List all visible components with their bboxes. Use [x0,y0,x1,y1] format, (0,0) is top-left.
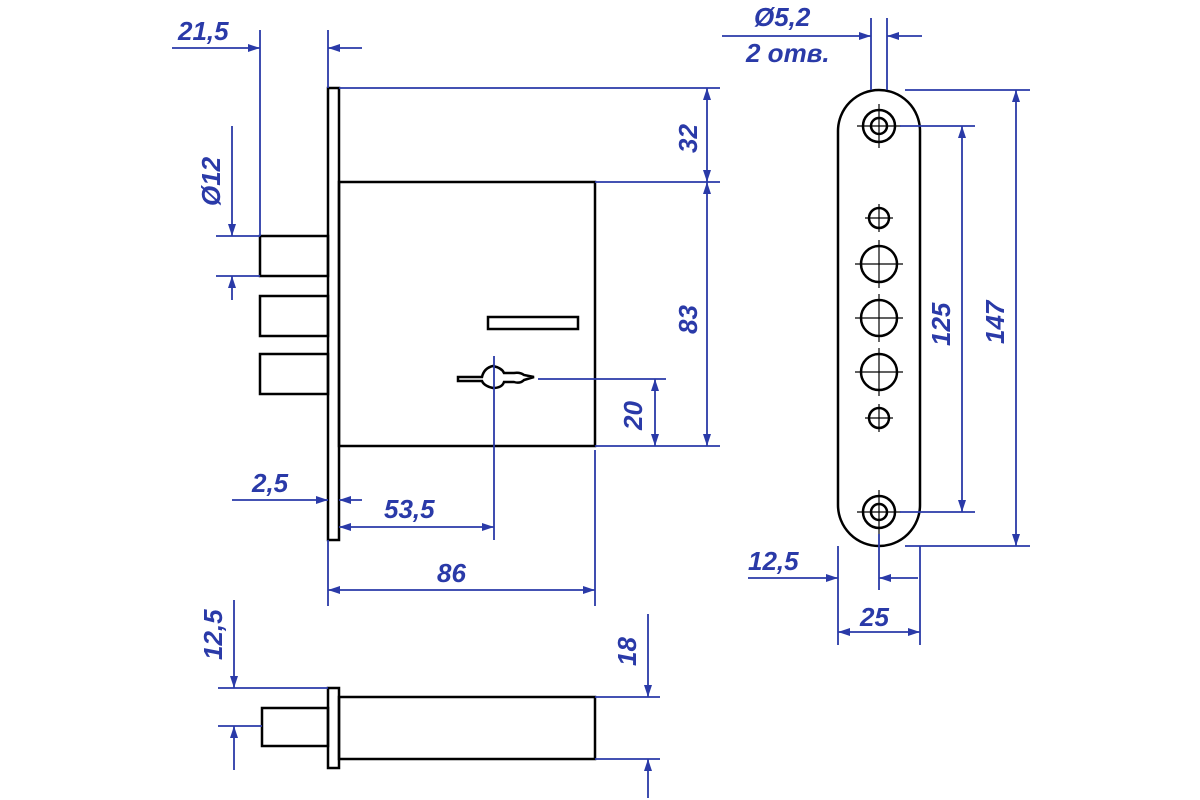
lock-case [337,180,597,448]
dim-bottom-offset: 12,5 [198,609,228,660]
dim-screw-hole-count: 2 отв. [745,38,830,68]
bolt-2 [258,294,330,338]
bolt-1 [258,234,330,278]
dim-body-width: 86 [437,558,466,588]
key-slot [486,315,580,331]
dim-key-offset: 20 [618,401,648,431]
bottom-bolt [260,706,330,748]
dim-plate-thickness: 2,5 [251,468,289,498]
bottom-case [337,695,597,761]
dim-front-offset: 21,5 [177,16,229,46]
dim-top-offset: 32 [673,124,703,153]
dim-plate-height: 147 [980,299,1010,344]
dim-bolt-diameter: Ø12 [196,156,226,206]
dimension-lines [172,18,1030,798]
bottom-view [260,686,597,770]
dim-screw-hole: Ø5,2 [754,2,811,32]
dim-body-height: 83 [673,305,703,334]
dim-plate-half-width: 12,5 [748,546,799,576]
front-view [258,86,597,542]
bolt-3 [258,352,330,396]
dim-key-backset: 53,5 [384,494,435,524]
dim-bottom-height: 18 [612,637,642,666]
keyhole [456,364,535,390]
bottom-plate [326,686,341,770]
face-plate [326,86,341,542]
dim-plate-width: 25 [859,602,889,632]
dim-hole-spacing: 125 [926,302,956,346]
